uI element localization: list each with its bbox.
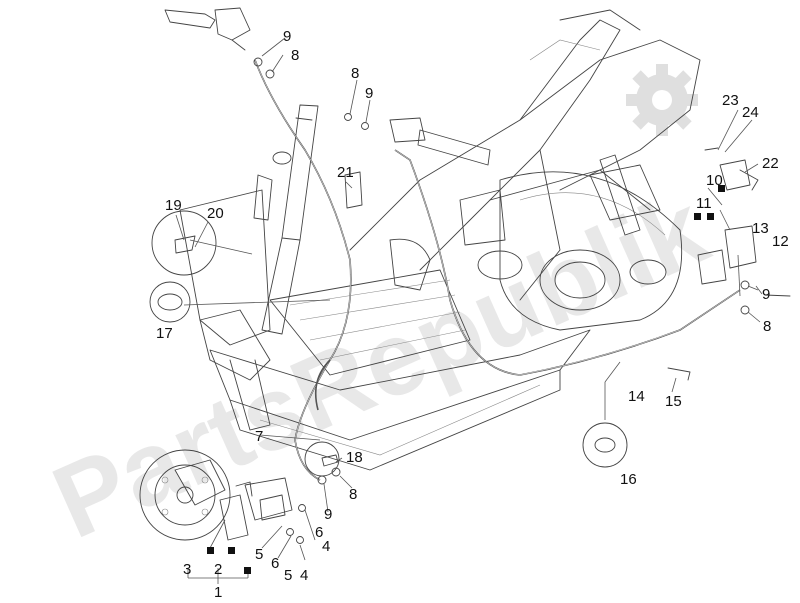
callout-5: 5: [255, 546, 263, 563]
grommets: [149, 151, 628, 477]
callout-9: 9: [762, 286, 770, 303]
callout-20: 20: [207, 205, 224, 222]
callout-13: 13: [752, 220, 769, 237]
watermark-text: PartsRepublik: [37, 171, 723, 561]
callout-17: 17: [156, 325, 173, 342]
callout-24: 24: [742, 104, 759, 121]
callout-23: 23: [722, 92, 739, 109]
callout-10: 10: [706, 172, 723, 189]
detail-circle-16: [582, 422, 628, 468]
callout-6: 6: [315, 524, 323, 541]
callout-1: 1: [214, 584, 222, 601]
callout-9: 9: [324, 506, 332, 523]
bolt-icon: [265, 69, 275, 79]
callout-2: 2: [214, 561, 222, 578]
detail-circle-19: [151, 210, 217, 276]
grommet-icon: [157, 293, 183, 311]
callout-7: 7: [255, 428, 263, 445]
bolt-icon: [298, 504, 306, 512]
washer-icon: [253, 57, 263, 67]
bolt-icon: [764, 294, 791, 297]
gasket-icon: [739, 169, 759, 191]
grommet-icon: [272, 151, 292, 165]
kit-marker-icon: [207, 547, 214, 554]
washer-icon: [361, 122, 369, 130]
kit-marker-icon: [244, 567, 251, 574]
kit-marker-icon: [228, 547, 235, 554]
bracket-icon: [174, 235, 196, 254]
callout-6: 6: [271, 555, 279, 572]
bolt-icon: [740, 305, 750, 315]
scooter-frame-drawing: [139, 7, 757, 541]
gear-icon: [626, 64, 698, 136]
grommet-icon: [594, 437, 616, 453]
clip-icon: [667, 367, 691, 381]
callout-5: 5: [284, 567, 292, 584]
callout-9: 9: [283, 28, 291, 45]
callout-8: 8: [351, 65, 359, 82]
kit-marker-icon: [707, 213, 714, 220]
clamp-icon: [321, 454, 339, 467]
callout-18: 18: [346, 449, 363, 466]
callout-9: 9: [365, 85, 373, 102]
callout-12: 12: [772, 233, 789, 250]
callout-4: 4: [300, 567, 308, 584]
callout-labels: 9 8 8 9 21 19 20 17 7 18 8 9 6 4 5 6 5 4…: [156, 28, 789, 601]
callout-3: 3: [183, 561, 191, 578]
kit-marker-icon: [694, 213, 701, 220]
callout-16: 16: [620, 471, 637, 488]
hardware-parts: [174, 57, 791, 544]
callout-21: 21: [337, 164, 354, 181]
callout-14: 14: [628, 388, 645, 405]
callout-8: 8: [763, 318, 771, 335]
detail-circle-17: [149, 281, 191, 323]
washer-icon: [740, 280, 750, 290]
callout-19: 19: [165, 197, 182, 214]
brake-cables: [254, 59, 741, 481]
callout-8: 8: [291, 47, 299, 64]
washer-icon: [296, 536, 304, 544]
callout-11: 11: [696, 195, 712, 212]
callout-22: 22: [762, 155, 779, 172]
callout-15: 15: [665, 393, 682, 410]
kit-markers: [207, 185, 725, 574]
bolt-icon: [344, 113, 352, 121]
cable-clip-icon: [344, 171, 363, 209]
callout-4: 4: [322, 538, 330, 555]
callout-8: 8: [349, 486, 357, 503]
bolt-icon: [286, 528, 294, 536]
detail-circle-18: [304, 441, 340, 477]
kit-marker-icon: [718, 185, 725, 192]
leader-lines: [175, 37, 763, 584]
